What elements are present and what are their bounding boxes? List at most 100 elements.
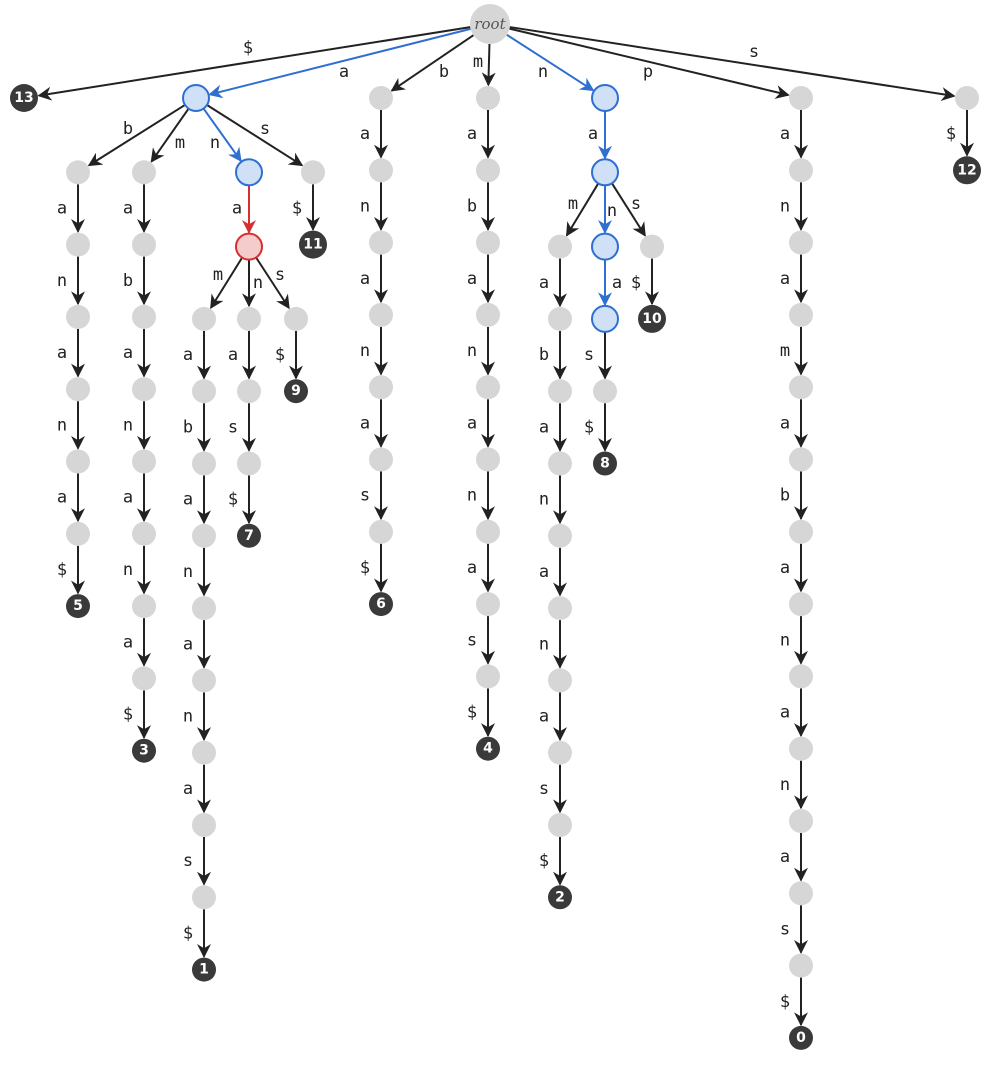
chain-label-c5-12: $ [780,992,790,1012]
leaf-label-7: 7 [244,528,254,544]
chain-label-c5-9: n [780,775,790,795]
edge-a-2 [202,108,242,163]
root-node [470,4,510,44]
chain-label-c2-4: a [360,413,370,433]
chain-label-c2-3: n [360,341,370,361]
node-a1-1 [132,304,156,329]
chain-label-na0-5: n [539,634,549,654]
chain-label-c5-3: m [780,341,790,361]
node-c3-7 [476,664,500,689]
node-a1-2 [132,377,156,402]
chain-label-c5-1: n [780,196,790,216]
chain-label-ana2-0: $ [275,345,285,365]
chain-label-c3-2: a [467,269,477,289]
chain-label-c2-5: s [360,486,370,506]
edge-label-na-0: m [568,194,578,214]
chain-label-a1-5: n [123,560,133,580]
leaf-node-13 [10,84,38,112]
edge-root-5 [509,27,790,99]
leaf-label-8: 8 [600,456,610,472]
chain-label-ana0-5: n [183,707,193,727]
chain-label-ana0-6: a [183,779,193,799]
leaf-label-0: 0 [796,1030,806,1046]
edge-root-0 [37,26,471,101]
node-c5-9 [789,809,813,833]
chain-label-c5-4: a [780,413,790,433]
chain-label-c5-6: a [780,558,790,578]
node-c5-7 [789,664,813,689]
node-c5-3 [789,375,813,400]
chain-label-na0-0: a [539,273,549,293]
edge-label-root-0: $ [243,38,253,58]
chain-label-c3-6: a [467,558,477,578]
leaf-node-12 [953,156,981,185]
leaf-node-2 [548,885,572,910]
edge-label-a-2: n [210,133,220,153]
node-ana0-4 [192,668,216,693]
edge-label-ana-0: m [213,265,223,285]
chain-label-na0-8: $ [539,851,549,871]
chain-label-na0-4: a [539,562,549,582]
leaf-label-10: 10 [642,311,662,327]
node-ana0-3 [192,596,216,621]
node-a-child-0 [66,160,90,185]
chain-label-a0-5: $ [57,560,67,580]
edge-label-ana-1: n [253,273,263,293]
chain-label-a0-1: n [57,271,67,291]
node-a1-5 [132,594,156,619]
leaf-node-10 [638,304,666,333]
chain-label-a1-2: a [123,343,133,363]
node-c5-4 [789,447,813,472]
edge-label-root-1: a [339,62,349,82]
chain-label-c5-7: n [780,630,790,650]
node-na [591,158,619,187]
chain-label-a3-0: $ [292,198,302,218]
node-c3-0 [476,158,500,183]
node-a-child-3 [301,160,325,185]
chain-label-a0-2: a [57,343,67,363]
chain-label-a1-6: a [123,632,133,652]
node-ana-child-2 [284,306,308,331]
node-na-child-1 [591,232,619,261]
leaf-label-1: 1 [199,962,209,978]
chain-label-c5-5: b [780,486,790,506]
node-c3-5 [476,519,500,544]
leaf-label-9: 9 [291,383,301,399]
node-c5-0 [789,158,813,183]
chain-label-ana0-7: s [183,851,193,871]
leaf-node-1 [192,957,216,982]
chain-label-c3-8: $ [467,703,477,723]
leaf-node-9 [284,379,308,404]
node-c5-5 [789,519,813,544]
edge-na-2 [611,182,646,237]
node-c3-4 [476,447,500,472]
leaf-node-5 [66,594,90,619]
chain-label-c3-5: n [467,486,477,506]
chain-label-a0-3: n [57,415,67,435]
node-c3-3 [476,375,500,400]
node-a-child-2 [235,158,263,187]
edge-na-0 [565,182,600,237]
leaf-label-4: 4 [483,741,493,757]
node-na0-4 [548,596,572,621]
chain-label-a1-1: b [123,271,133,291]
chain-label-c3-7: s [467,630,477,650]
leaf-node-6 [369,592,393,617]
edge-label-ana-2: s [275,265,285,285]
chain-label-ana0-4: a [183,634,193,654]
chain-label-ana1-0: a [228,345,238,365]
chain-label-c3-4: a [467,413,477,433]
nodes-layer [10,4,981,1050]
chain-label-c6-0: $ [946,124,956,144]
node-na0-5 [548,668,572,693]
chain-label-ana0-2: a [183,490,193,510]
node-ana0-7 [192,885,216,910]
node-na0-3 [548,523,572,548]
edge-root-3 [481,43,496,87]
chain-label-c5-8: a [780,703,790,723]
chain-label-na0-1: b [539,345,549,365]
chain-label-nana-0: s [584,345,594,365]
leaf-label-2: 2 [555,889,565,905]
node-root-child-4 [591,84,619,112]
